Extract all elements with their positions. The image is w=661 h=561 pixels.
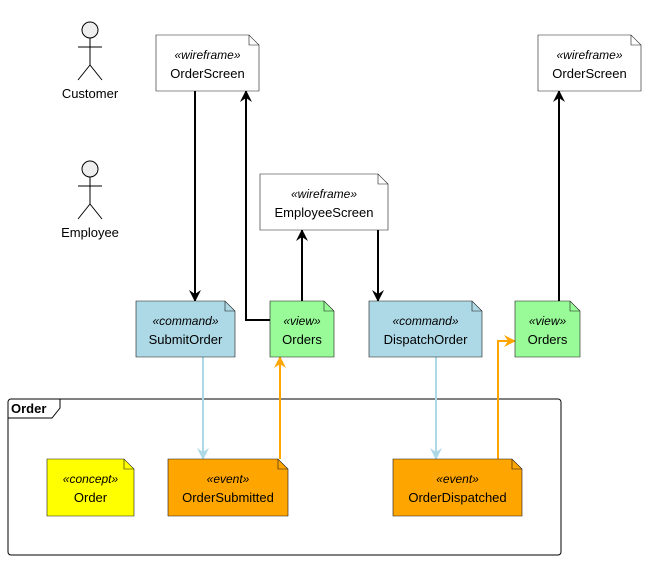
note-evt-dispatched: «event» OrderDispatched <box>392 458 523 517</box>
note-wf-employee: «wireframe» EmployeeScreen <box>259 173 389 231</box>
note-name: OrderSubmitted <box>182 490 274 505</box>
note-name: Orders <box>528 332 568 347</box>
note-stereotype: «view» <box>283 314 321 328</box>
note-view-orders-1: «view» Orders <box>269 300 335 358</box>
note-stereotype: «wireframe» <box>291 187 357 201</box>
edge-evt-dispatched-to-view-orders-2 <box>497 335 516 459</box>
note-shape <box>514 300 581 358</box>
edge-view-orders-1-to-wf-order-1 <box>240 90 270 321</box>
note-name: Orders <box>282 332 322 347</box>
note-name: OrderDispatched <box>408 490 506 505</box>
boundary-label: Order <box>11 401 46 416</box>
note-name: OrderScreen <box>552 66 626 81</box>
note-fold <box>323 301 334 312</box>
note-evt-submitted: «event» OrderSubmitted <box>167 458 289 517</box>
actor-label-employee: Employee <box>61 225 119 240</box>
note-name: OrderScreen <box>170 66 244 81</box>
note-stereotype: «event» <box>436 472 479 486</box>
note-shape <box>537 34 642 92</box>
note-stereotype: «view» <box>529 314 567 328</box>
note-name: DispatchOrder <box>384 332 468 347</box>
employee-stick-figure-icon <box>77 160 103 220</box>
actor-employee: Employee <box>61 160 119 240</box>
note-shape <box>392 458 523 517</box>
note-stereotype: «event» <box>207 472 250 486</box>
customer-stick-figure-icon <box>77 21 103 81</box>
actor-customer: Customer <box>62 21 119 101</box>
note-name: Order <box>74 490 108 505</box>
note-shape <box>135 300 236 358</box>
note-fold <box>377 174 388 185</box>
note-shape <box>269 300 335 358</box>
note-name: SubmitOrder <box>149 332 223 347</box>
note-wf-order-2: «wireframe» OrderScreen <box>537 34 642 92</box>
note-fold <box>248 35 259 46</box>
actor-label-customer: Customer <box>62 86 119 101</box>
note-shape <box>368 300 483 358</box>
note-fold <box>123 459 134 470</box>
note-stereotype: «wireframe» <box>556 48 622 62</box>
note-shape <box>167 458 289 517</box>
note-shape <box>259 173 389 231</box>
note-fold <box>569 301 580 312</box>
note-concept-order: «concept» Order <box>46 458 135 517</box>
note-fold <box>511 459 522 470</box>
note-wf-order-1: «wireframe» OrderScreen <box>155 34 260 92</box>
note-fold <box>277 459 288 470</box>
note-view-orders-2: «view» Orders <box>514 300 581 358</box>
note-name: EmployeeScreen <box>275 205 374 220</box>
note-stereotype: «wireframe» <box>174 48 240 62</box>
note-fold <box>630 35 641 46</box>
order-boundary-frame: Order <box>7 398 562 556</box>
note-fold <box>224 301 235 312</box>
note-stereotype: «command» <box>392 314 458 328</box>
note-stereotype: «command» <box>152 314 218 328</box>
note-shape <box>155 34 260 92</box>
note-fold <box>471 301 482 312</box>
note-cmd-dispatch: «command» DispatchOrder <box>368 300 483 358</box>
note-shape <box>46 458 135 517</box>
note-cmd-submit: «command» SubmitOrder <box>135 300 236 358</box>
note-stereotype: «concept» <box>63 472 119 486</box>
